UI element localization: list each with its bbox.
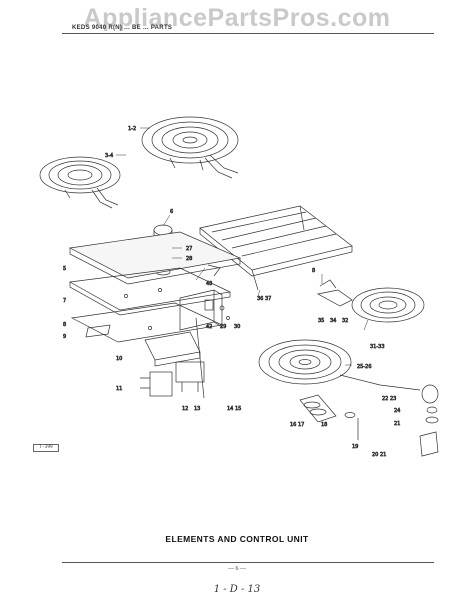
callout-11: 11	[116, 386, 122, 392]
callout-10: 10	[116, 356, 122, 362]
page-number: — 6 —	[228, 566, 246, 572]
callout-31-33: 31-33	[370, 344, 385, 350]
large-surface-element	[141, 116, 239, 179]
callout-8-right: 8	[312, 268, 315, 274]
side-reference-box: T-399	[33, 444, 59, 452]
callout-3-4: 3-4	[105, 153, 113, 159]
callout-24: 24	[394, 408, 400, 414]
support-rod	[195, 317, 205, 399]
callout-28: 28	[186, 256, 192, 262]
header-model-text: KEDS 9040 R(N) ... BE ... PARTS	[72, 25, 173, 31]
oven-rack-element	[199, 205, 353, 291]
callout-19: 19	[352, 444, 358, 450]
callout-35: 35	[318, 318, 324, 324]
diagram-caption: ELEMENTS AND CONTROL UNIT	[165, 534, 309, 544]
infinite-switch	[140, 331, 205, 397]
right-surface-element	[316, 279, 425, 323]
callout-34: 34	[330, 318, 336, 324]
callout-25-26: 25-26	[357, 364, 372, 370]
callout-30: 30	[234, 324, 240, 330]
part-callouts: 1-2 3-4 6 27 28 5 48 7 8 9 42 29 30 10 1…	[63, 126, 401, 459]
callout-16-17: 16 17	[290, 422, 304, 428]
callout-14-15: 14 15	[227, 406, 241, 412]
callout-22-23: 22 23	[382, 396, 396, 402]
callout-36-37: 36 37	[257, 296, 271, 302]
callout-21: 21	[394, 421, 400, 427]
callout-18: 18	[321, 422, 327, 428]
footer-rule	[62, 562, 434, 563]
leader-lines	[116, 127, 369, 366]
callout-1-2: 1-2	[128, 126, 136, 132]
callout-5: 5	[63, 266, 66, 272]
callout-6: 6	[170, 209, 173, 215]
callout-9: 9	[63, 334, 66, 340]
fasteners	[85, 264, 230, 338]
terminal-block	[299, 384, 439, 457]
callout-32: 32	[342, 318, 348, 324]
control-panel-plates	[68, 231, 242, 343]
header-rule	[62, 33, 434, 34]
callout-27: 27	[186, 246, 192, 252]
small-surface-element	[39, 156, 121, 209]
callout-8-left: 8	[63, 322, 66, 328]
callout-13: 13	[194, 406, 200, 412]
watermark: AppliancePartsPros.com	[83, 4, 391, 32]
handwritten-note: 1 - D - 13	[213, 584, 261, 595]
callout-42: 42	[206, 324, 212, 330]
callout-7: 7	[63, 298, 66, 304]
callout-29: 29	[220, 324, 226, 330]
callout-48: 48	[206, 281, 212, 287]
switch-bracket	[179, 289, 223, 331]
callout-12: 12	[182, 406, 188, 412]
lower-surface-element	[258, 339, 421, 391]
callout-20-21: 20 21	[372, 452, 386, 458]
